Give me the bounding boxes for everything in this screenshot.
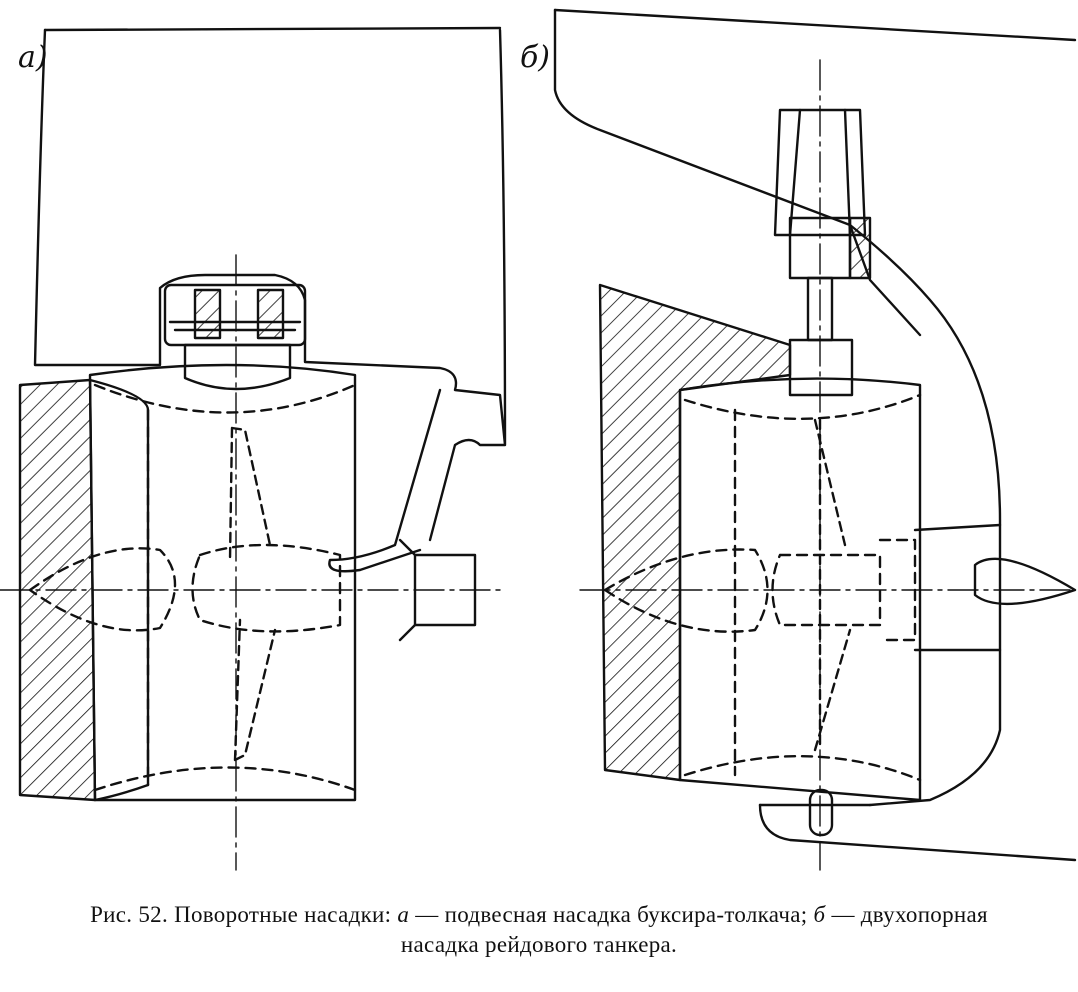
caption-item-b-text: — двухопорная xyxy=(825,902,988,927)
caption-item-b-letter: б xyxy=(814,902,826,927)
caption-prefix: Рис. 52. Поворотные насадки: xyxy=(90,902,397,927)
panel-b-shaft xyxy=(915,525,1000,650)
panel-a-drawing xyxy=(0,28,505,870)
panel-b-nozzle xyxy=(680,379,920,800)
panel-b-drawing xyxy=(555,10,1075,870)
caption-line-2: насадка рейдового танкера. xyxy=(0,930,1078,960)
caption-item-a-text: — подвесная насадка буксира-толкача; xyxy=(409,902,813,927)
panel-b-hatched-section xyxy=(600,285,790,780)
caption-line-1: Рис. 52. Поворотные насадки: а — подвесн… xyxy=(0,900,1078,930)
panel-b-label: б) xyxy=(520,40,550,75)
panel-a-nozzle xyxy=(90,365,355,800)
caption-item-a-letter: а xyxy=(397,902,409,927)
figure-caption: Рис. 52. Поворотные насадки: а — подвесн… xyxy=(0,900,1078,960)
panel-a-label: а) xyxy=(18,40,48,75)
panel-b-lower-bearing xyxy=(790,340,852,395)
